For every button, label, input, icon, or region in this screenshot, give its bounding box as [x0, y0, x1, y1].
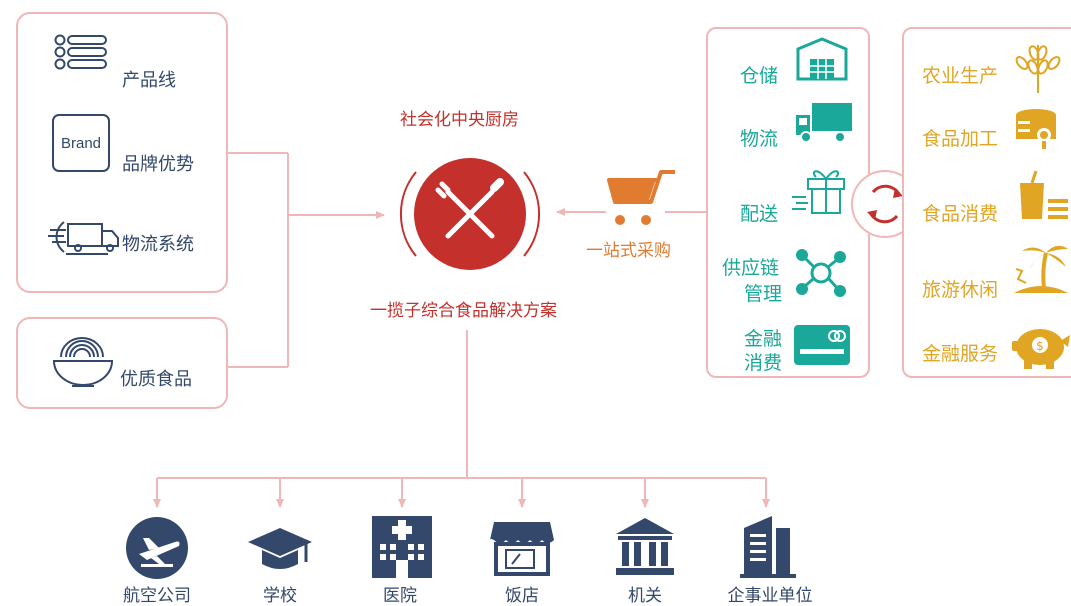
warehouse-icon [796, 37, 848, 81]
service-label-finance-2: 消费 [744, 352, 783, 374]
quality-food-panel: 优质食品 [16, 317, 228, 409]
shopping-cart-icon [607, 170, 675, 225]
truck-icon [48, 221, 119, 255]
government-building-icon [616, 518, 674, 575]
item-label-product-line: 产品线 [122, 70, 176, 91]
cart-label: 一站式采购 [586, 241, 671, 261]
service-label-delivery: 配送 [740, 203, 779, 225]
industry-label-finance: 金融服务 [922, 343, 999, 365]
destination-hospital: 医院 [383, 586, 417, 606]
destination-airline: 航空公司 [123, 586, 191, 606]
credit-card-icon [794, 325, 850, 365]
brand-icon-text: Brand [60, 134, 102, 152]
industry-label-consumption: 食品消费 [922, 203, 999, 225]
center-title: 社会化中央厨房 [400, 110, 519, 130]
drink-icon [1020, 170, 1068, 219]
destination-school: 学校 [263, 586, 297, 606]
palm-island-icon [1014, 245, 1068, 293]
hospital-icon [372, 516, 432, 578]
destination-government: 机关 [628, 586, 662, 606]
item-label-brand: 品牌优势 [122, 154, 194, 175]
center-subtitle: 一揽子综合食品解决方案 [370, 301, 557, 321]
item-label-logistics: 物流系统 [122, 234, 194, 255]
list-icon [54, 34, 107, 70]
service-label-finance-1: 金融 [744, 328, 783, 350]
central-kitchen-emblem [399, 158, 541, 270]
industry-label-agriculture: 农业生产 [922, 65, 999, 87]
industry-label-tourism: 旅游休闲 [922, 279, 999, 301]
piggy-bank-icon: $ [1012, 329, 1070, 369]
processing-icon [1016, 109, 1056, 149]
delivery-truck-icon [796, 103, 852, 143]
quality-food-label: 优质食品 [120, 369, 192, 390]
svg-text:$: $ [1036, 339, 1044, 353]
brand-icon: Brand [52, 114, 110, 172]
bowl-icon [52, 337, 114, 387]
service-label-logistics: 物流 [740, 128, 779, 150]
industry-label-processing: 食品加工 [922, 128, 999, 150]
destination-enterprise: 企事业单位 [727, 586, 813, 606]
service-label-supply-chain-1: 供应链 [722, 257, 780, 279]
wheat-icon [1015, 45, 1061, 93]
services-panel: 仓储 物流 配送 供应链 管理 金融 消费 [706, 27, 870, 378]
restaurant-icon [490, 522, 554, 576]
airplane-icon [126, 517, 188, 579]
industries-panel: 农业生产 食品加工 食品消费 旅游休闲 金融服务 [902, 27, 1071, 378]
graduation-cap-icon [248, 528, 312, 569]
fork-knife-icon [435, 178, 504, 239]
office-building-icon [740, 516, 796, 578]
destination-restaurant: 饭店 [505, 586, 539, 606]
gift-delivery-icon [792, 170, 845, 214]
service-label-warehouse: 仓储 [740, 65, 779, 87]
capabilities-panel: 产品线 Brand 品牌优势 物流系统 [16, 12, 228, 293]
service-label-supply-chain-2: 管理 [744, 283, 783, 305]
network-icon [796, 249, 846, 297]
